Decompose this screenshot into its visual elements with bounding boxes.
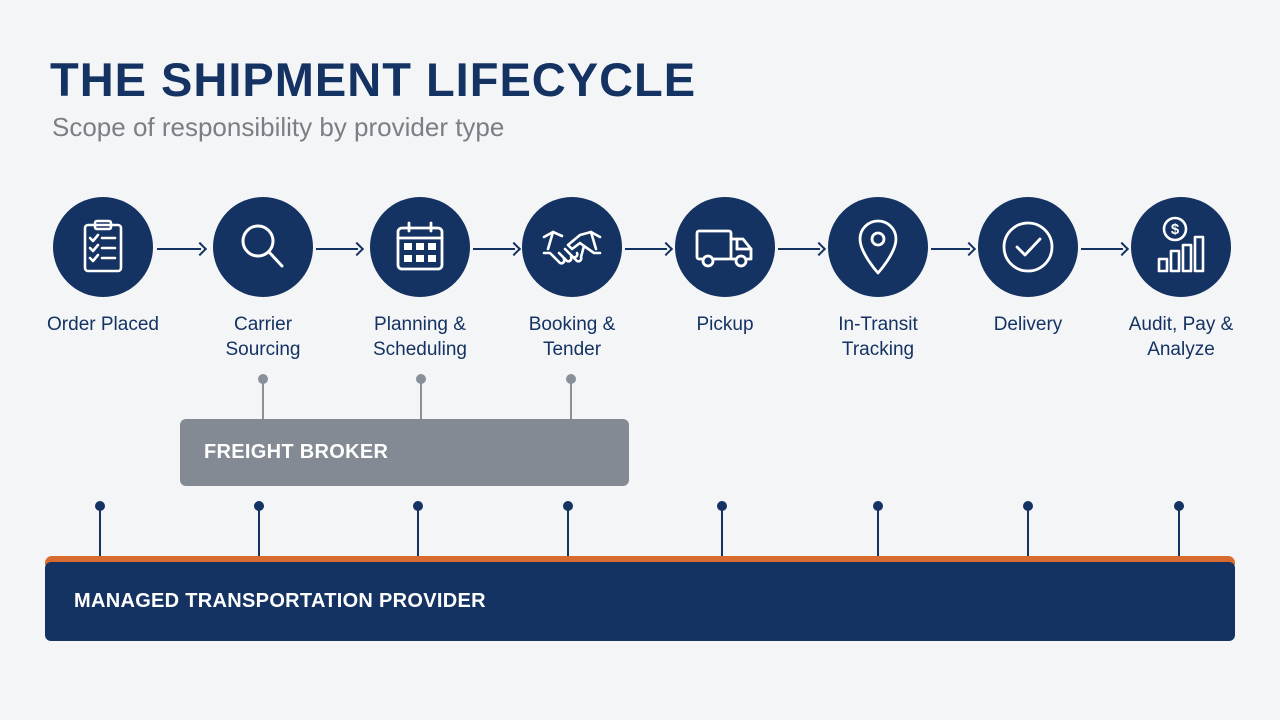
mtp-connector xyxy=(413,501,423,558)
map-pin-icon xyxy=(858,219,898,275)
mtp-connector xyxy=(254,501,264,558)
broker-connector xyxy=(258,374,268,420)
step-label-planning-scheduling: Planning & Scheduling xyxy=(372,314,468,360)
flow-arrow xyxy=(1081,241,1130,257)
step-pickup xyxy=(675,197,775,297)
mtp-connector xyxy=(1174,501,1184,558)
managed-transportation-provider-bar: MANAGED TRANSPORTATION PROVIDER xyxy=(45,562,1235,641)
svg-text:$: $ xyxy=(1171,221,1180,238)
handshake-icon xyxy=(542,230,602,265)
check-circle-icon xyxy=(1002,221,1054,273)
step-label-booking-tender: Booking & Tender xyxy=(528,314,616,360)
step-carrier-sourcing xyxy=(213,197,313,297)
step-label-carrier-sourcing: Carrier Sourcing xyxy=(225,314,301,360)
step-audit-pay-analyze: $ xyxy=(1131,197,1231,297)
page-subtitle: Scope of responsibility by provider type xyxy=(52,112,505,142)
step-label-in-transit-tracking: In-Transit Tracking xyxy=(838,314,918,360)
dollar-chart-icon: $ xyxy=(1157,216,1205,273)
mtp-connector xyxy=(95,501,105,558)
managed-transportation-provider-label: MANAGED TRANSPORTATION PROVIDER xyxy=(74,590,486,612)
mtp-connector xyxy=(563,501,573,558)
flow-arrow xyxy=(157,241,208,257)
broker-connector xyxy=(566,374,576,420)
freight-broker-bar: FREIGHT BROKER xyxy=(180,419,629,486)
freight-broker-label: FREIGHT BROKER xyxy=(204,441,389,463)
calendar-icon xyxy=(396,221,444,271)
step-label-pickup: Pickup xyxy=(696,314,754,335)
flow-arrow xyxy=(931,241,977,257)
flow-arrow xyxy=(625,241,674,257)
flow-arrow xyxy=(778,241,827,257)
step-in-transit-tracking xyxy=(828,197,928,297)
flow-arrow xyxy=(316,241,365,257)
flow-arrow xyxy=(473,241,522,257)
clipboard-checklist-icon xyxy=(83,219,123,273)
magnifying-glass-icon xyxy=(241,224,284,268)
mtp-connector xyxy=(717,501,727,558)
mtp-connector xyxy=(873,501,883,558)
step-label-audit-pay-analyze: Audit, Pay & Analyze xyxy=(1128,314,1234,360)
step-order-placed xyxy=(53,197,153,297)
page-title: THE SHIPMENT LIFECYCLE xyxy=(50,53,697,106)
step-planning-scheduling xyxy=(370,197,470,297)
step-label-order-placed: Order Placed xyxy=(47,314,159,335)
mtp-connector xyxy=(1023,501,1033,558)
step-label-delivery: Delivery xyxy=(993,314,1063,335)
step-delivery xyxy=(978,197,1078,297)
truck-icon xyxy=(695,229,753,268)
broker-connector xyxy=(416,374,426,420)
step-booking-tender xyxy=(522,197,622,297)
